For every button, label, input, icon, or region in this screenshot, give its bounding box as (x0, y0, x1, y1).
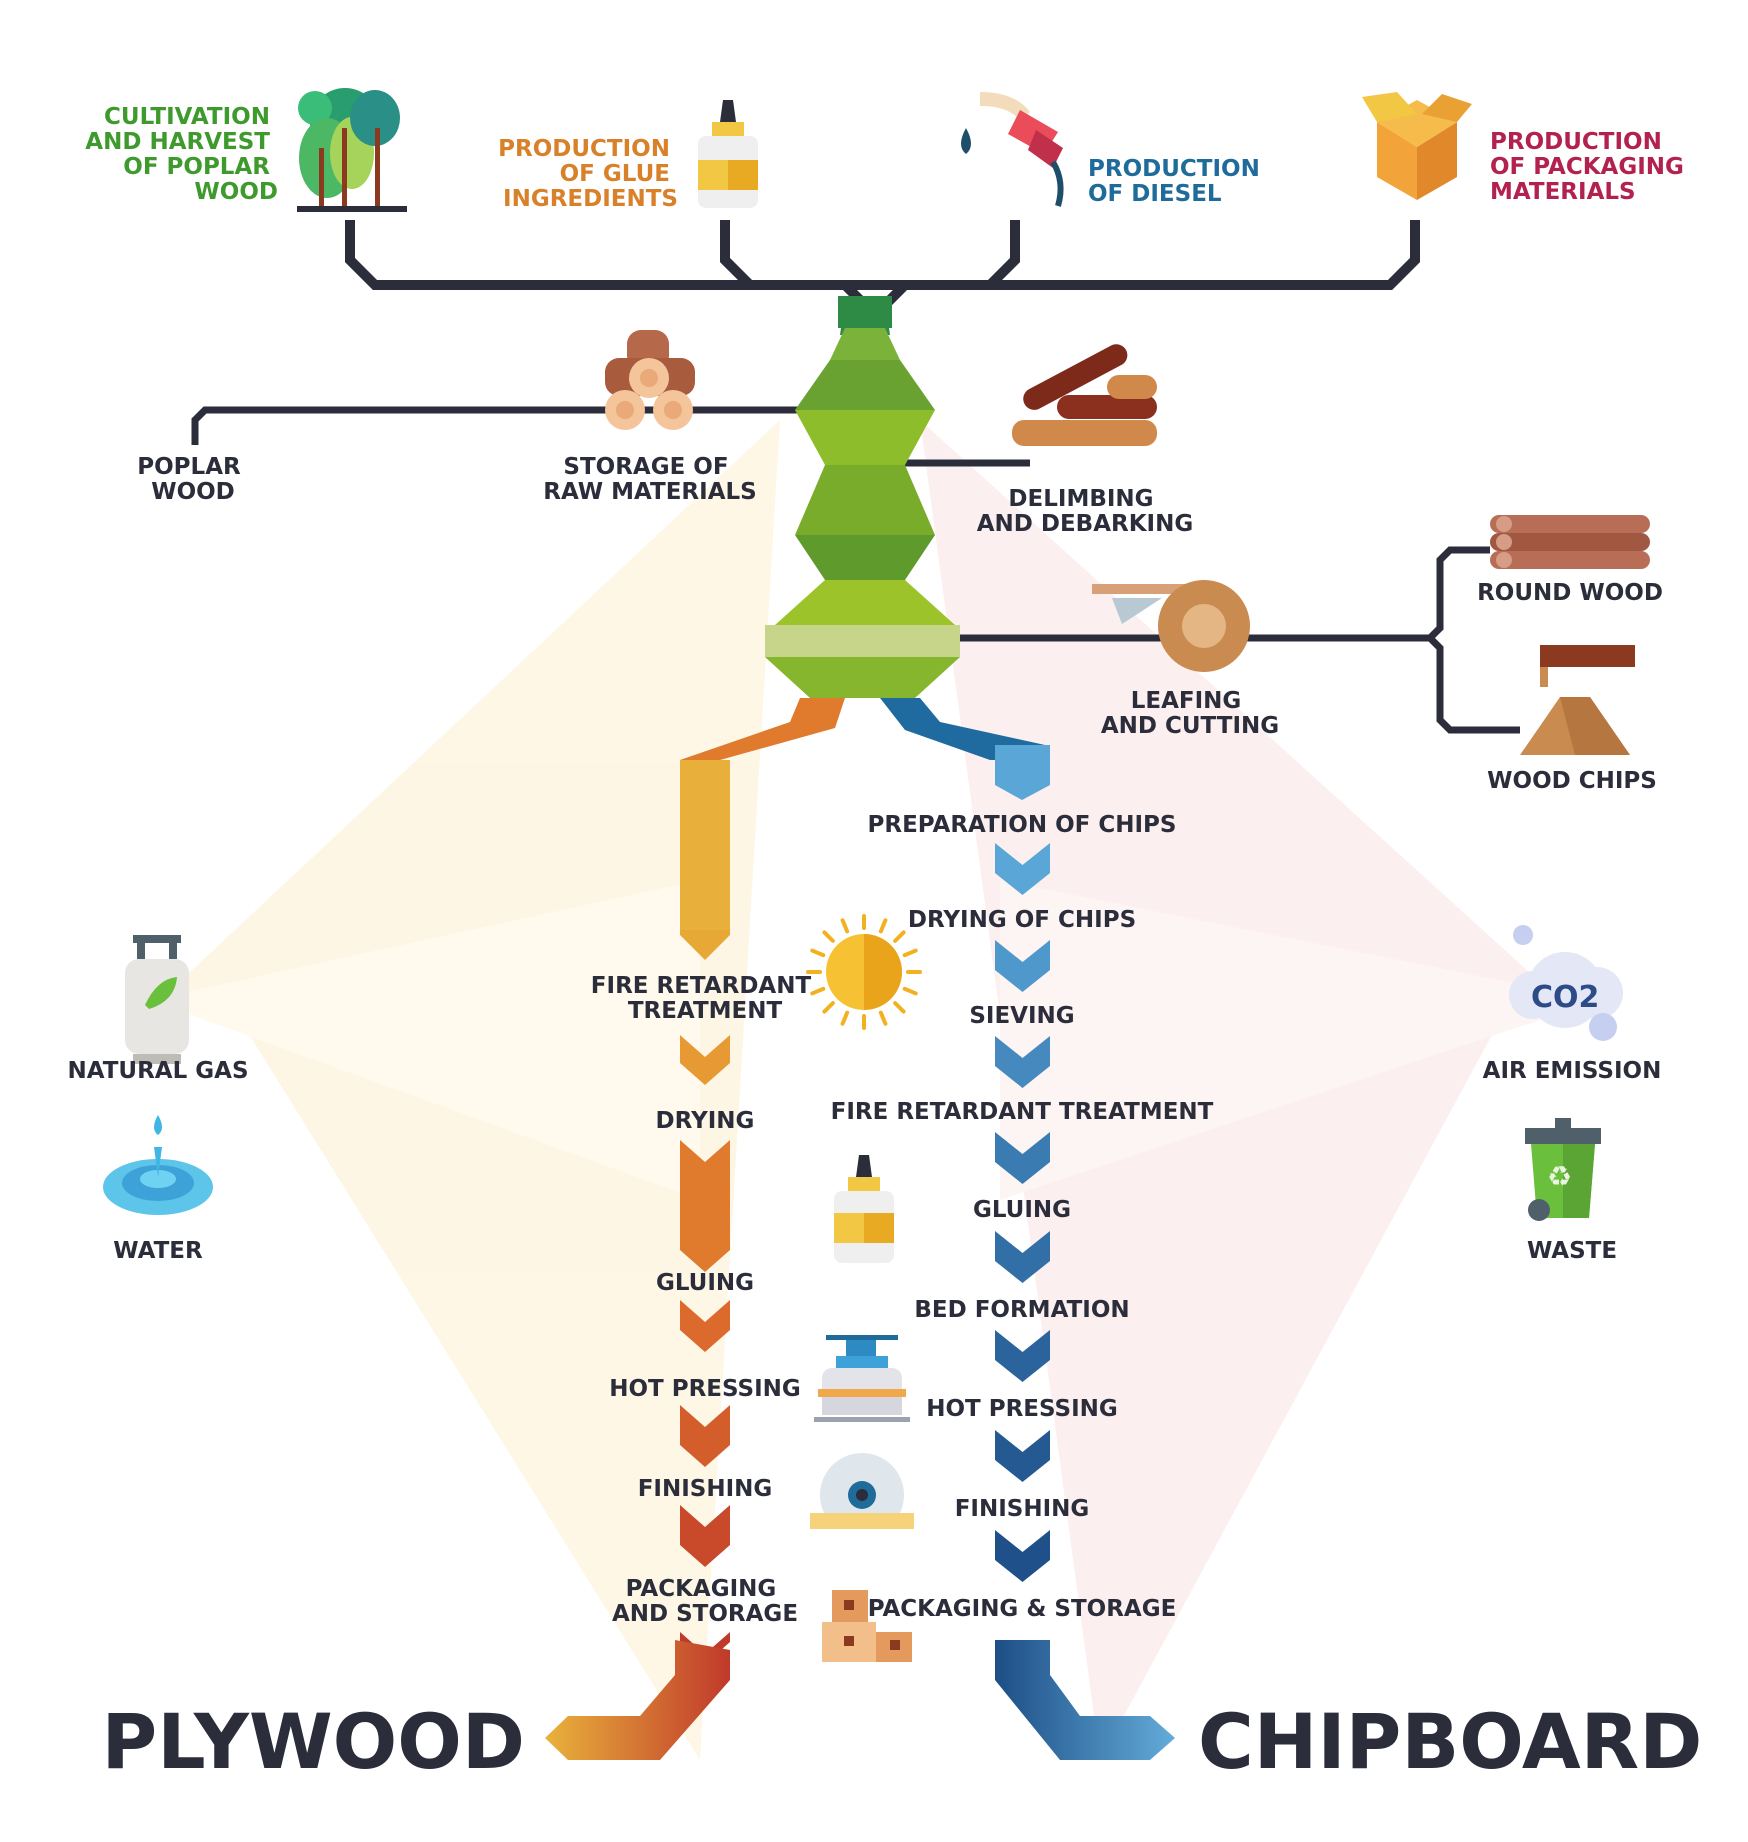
chipboard-step-9: PACKAGING & STORAGE (868, 1596, 1177, 1622)
fuel-nozzle-icon (961, 92, 1064, 207)
chipboard-step-3: SIEVING (969, 1003, 1074, 1029)
chipboard-step-1: PREPARATION OF CHIPS (868, 812, 1177, 838)
box-icon (1362, 92, 1472, 200)
press-icon (814, 1335, 910, 1422)
circular-saw-icon (810, 1453, 914, 1541)
boxes-icon (822, 1590, 912, 1662)
recycle-bin-icon: ♻ (1525, 1118, 1601, 1221)
poplar-wood-label: POPLAR WOOD (137, 454, 248, 505)
plywood-chevrons (680, 1035, 730, 1664)
input-packaging-title: PRODUCTION OF PACKAGING MATERIALS (1490, 129, 1692, 205)
co2-text: CO2 (1531, 980, 1599, 1015)
chipboard-step-6: BED FORMATION (914, 1297, 1129, 1323)
wood-chips-label: WOOD CHIPS (1487, 768, 1657, 794)
green-tower (765, 296, 960, 698)
sun-icon (806, 914, 922, 1030)
natural-gas-label: NATURAL GAS (67, 1058, 248, 1084)
plywood-step-1: FIRE RETARDANT TREATMENT (591, 973, 819, 1024)
plywood-chevron-3 (680, 1300, 730, 1352)
waste-label: WASTE (1527, 1238, 1617, 1264)
background-fans (150, 420, 1600, 1760)
input-glue-title: PRODUCTION OF GLUE INGREDIENTS (498, 136, 678, 212)
plywood-step-4: HOT PRESSING (609, 1376, 801, 1402)
plywood-branch (545, 698, 845, 1760)
saw-blade-cutter-icon (1092, 580, 1250, 672)
plywood-chevron-1 (680, 1035, 730, 1085)
log-pile-icon (605, 330, 695, 430)
trees-icon (297, 88, 407, 212)
chipboard-step-8: FINISHING (955, 1496, 1090, 1522)
plywood-chevron-4 (680, 1405, 730, 1467)
round-wood-icon (1490, 515, 1650, 569)
wood-chips-icon (1520, 645, 1635, 755)
co2-cloud-icon: CO2 (1509, 925, 1623, 1041)
chipboard-steps: PREPARATION OF CHIPS DRYING OF CHIPS SIEVI… (831, 812, 1214, 1622)
chipboard-step-5: GLUING (973, 1197, 1071, 1223)
plywood-step-6: PACKAGING AND STORAGE (612, 1576, 798, 1627)
input-diesel-title: PRODUCTION OF DIESEL (1088, 156, 1268, 207)
plywood-steps: FIRE RETARDANT TREATMENT DRYING GLUING H… (591, 973, 819, 1627)
leafing-label: LEAFING AND CUTTING (1101, 688, 1279, 739)
input-poplar-title: CULTIVATION AND HARVEST OF POPLAR WOOD (85, 104, 278, 205)
side-connectors (191, 406, 1520, 734)
chipboard-chevron-8 (995, 1530, 1050, 1582)
svg-text:♻: ♻ (1547, 1160, 1572, 1193)
plywood-chevron-2 (680, 1140, 730, 1272)
chipboard-branch (880, 698, 1175, 1760)
chipboard-chevron-2 (995, 940, 1050, 992)
storage-label: STORAGE OF RAW MATERIALS (543, 454, 756, 505)
chipboard-chevron-3 (995, 1036, 1050, 1088)
plywood-chevron-5 (680, 1505, 730, 1567)
water-drop-icon (103, 1115, 213, 1215)
chipboard-chevron-5 (995, 1231, 1050, 1283)
logs-icon (1012, 344, 1157, 446)
plywood-title: PLYWOOD (102, 1697, 525, 1786)
chipboard-chevron-4 (995, 1132, 1050, 1184)
glue-bottle-icon (698, 100, 758, 208)
chipboard-chevron-6 (995, 1330, 1050, 1382)
chipboard-chevrons (995, 843, 1050, 1582)
plywood-step-3: GLUING (656, 1270, 754, 1296)
gas-cylinder-icon (125, 935, 189, 1064)
chipboard-chevron-7 (995, 1430, 1050, 1482)
water-label: WATER (113, 1238, 203, 1264)
chipboard-title: CHIPBOARD (1198, 1697, 1702, 1786)
round-wood-label: ROUND WOOD (1477, 580, 1663, 606)
plywood-step-2: DRYING (656, 1108, 755, 1134)
chipboard-step-4: FIRE RETARDANT TREATMENT (831, 1099, 1214, 1125)
plywood-step-5: FINISHING (638, 1476, 773, 1502)
glue-bottle-middle-icon (834, 1155, 894, 1263)
chipboard-step-7: HOT PRESSING (926, 1396, 1118, 1422)
air-emission-label: AIR EMISSION (1483, 1058, 1662, 1084)
delimbing-label: DELIMBING AND DEBARKING (977, 486, 1194, 537)
chipboard-step-2: DRYING OF CHIPS (908, 907, 1136, 933)
chipboard-chevron-1 (995, 843, 1050, 895)
